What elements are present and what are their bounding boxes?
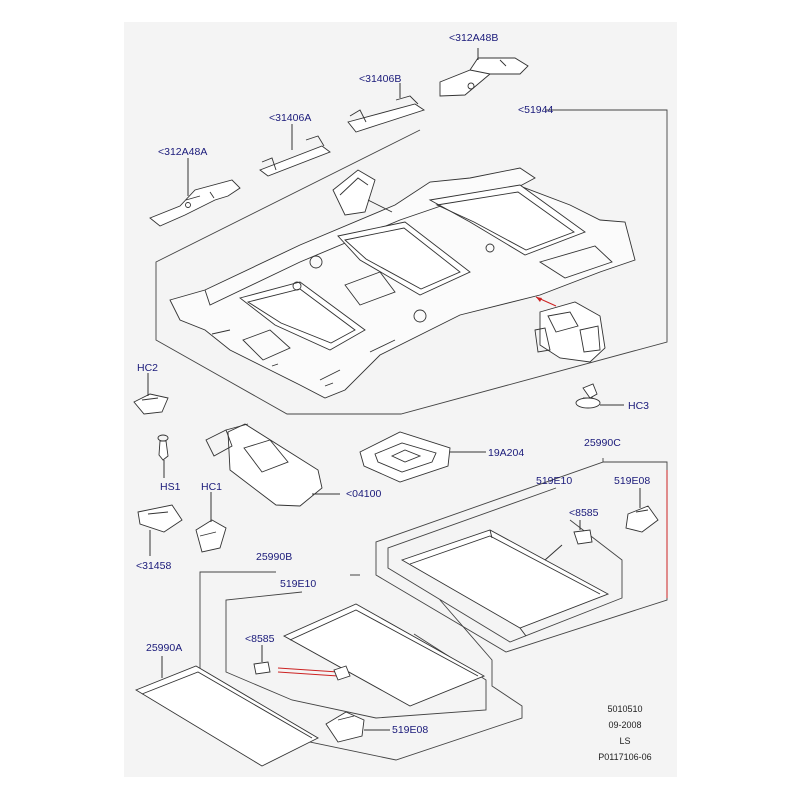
- callout-8585-left: <8585: [245, 633, 275, 645]
- bracket-519E08-bottom-part: [325, 711, 365, 743]
- headliner-group-outline: [155, 109, 668, 415]
- handle-31406A-part: [259, 135, 331, 177]
- footer-ref-3: LS: [619, 736, 631, 746]
- headliner-panel: [169, 167, 636, 399]
- bracket-part: [332, 169, 393, 216]
- screw-HS1-part: [157, 434, 169, 461]
- sun-visor-part: [205, 423, 323, 507]
- callout-19A204: 19A204: [488, 447, 525, 459]
- label-8585-left-part: [253, 661, 271, 675]
- load-cover-left-part: [282, 603, 486, 707]
- clip-HC2-part: [133, 393, 169, 415]
- handle-31406B-part: [347, 95, 426, 133]
- callout-25990C: 25990C: [584, 437, 621, 449]
- frame-19A204-part: [359, 431, 451, 483]
- footer-ref-2: 09-2008: [608, 720, 642, 730]
- clip-HC1-part: [195, 519, 227, 553]
- group-519E10-left-outline: [225, 591, 487, 719]
- callout-519E08-bottom: 519E08: [392, 724, 429, 736]
- callout-31458: <31458: [136, 560, 172, 572]
- trim-312A48B-part: [439, 57, 529, 97]
- callout-312A48A: <312A48A: [158, 146, 208, 158]
- footer-ref-1: 5010510: [607, 704, 643, 714]
- callout-519E10-right: 519E10: [536, 475, 573, 487]
- handle-31458-part: [137, 504, 183, 533]
- load-floor-25990A-part: [134, 665, 319, 767]
- footer-ref-4: P0117106-06: [598, 752, 652, 762]
- label-8585-right-part: [573, 529, 593, 545]
- callout-25990A: 25990A: [146, 642, 183, 654]
- clip-HC3-part: [575, 383, 601, 409]
- leader-red-8585-left: [277, 667, 339, 677]
- callout-312A48B: <312A48B: [449, 32, 499, 44]
- callout-519E10-left: 519E10: [280, 578, 317, 590]
- callout-31406B: <31406B: [359, 73, 402, 85]
- callout-8585-right: <8585: [569, 507, 599, 519]
- group-519E10-right-outline: [387, 487, 623, 643]
- callout-519E08-right: 519E08: [614, 475, 651, 487]
- callout-25990B: 25990B: [256, 551, 293, 563]
- load-cover-right-part: [400, 529, 610, 637]
- group-25990B-outline: [199, 571, 523, 761]
- bracket-519E08-right-part: [625, 505, 659, 533]
- callout-HC1: HC1: [201, 481, 223, 493]
- callout-04100: <04100: [346, 488, 382, 500]
- trim-312A48A-part: [149, 179, 241, 227]
- leader-red-arrow: [536, 297, 542, 302]
- callout-HS1: HS1: [160, 481, 181, 493]
- callout-51944: <51944: [518, 104, 554, 116]
- callout-31406A: <31406A: [269, 112, 312, 124]
- air-duct-part: [534, 301, 606, 363]
- callout-HC3: HC3: [628, 400, 650, 412]
- callout-HC2: HC2: [137, 362, 159, 374]
